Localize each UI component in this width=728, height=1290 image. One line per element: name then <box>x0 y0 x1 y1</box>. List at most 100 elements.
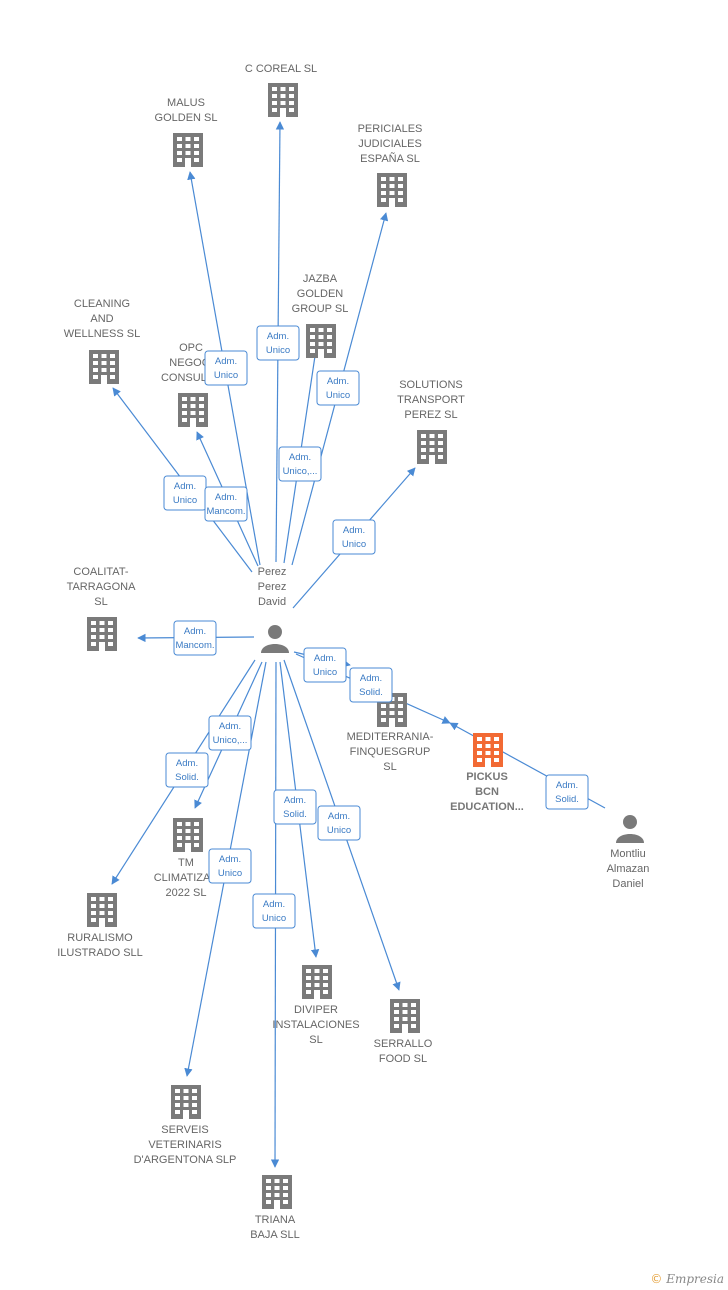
brand-name: Empresia <box>666 1272 724 1286</box>
building-icon <box>89 350 119 384</box>
role-badge-text: Unico <box>326 390 350 401</box>
role-badge-box <box>317 805 361 841</box>
node-label: WELLNESS SL <box>64 328 140 340</box>
role-badge-box <box>332 519 376 555</box>
role-badge-text: Unico <box>218 868 242 879</box>
role-badge-mediterrania[interactable]: Adm.Unico <box>303 647 347 683</box>
role-badge-serveis[interactable]: Adm.Unico <box>208 848 252 884</box>
person-icon <box>261 625 289 653</box>
role-badge-text: Solid. <box>175 772 199 783</box>
role-badge-coalitat[interactable]: Adm.Mancom. <box>173 620 217 656</box>
role-badge-text: Adm. <box>263 899 285 910</box>
role-badge-serrallo[interactable]: Adm.Unico <box>317 805 361 841</box>
role-badge-text: Adm. <box>284 795 306 806</box>
node-label: INSTALACIONES <box>272 1019 359 1031</box>
role-badge-box <box>278 446 322 482</box>
node-label: C COREAL SL <box>245 63 317 75</box>
role-badge-triana[interactable]: Adm. Unico <box>252 893 296 929</box>
role-badge-text: Adm. <box>343 525 365 536</box>
role-badge-pickus[interactable]: Adm.Solid. <box>349 667 393 703</box>
role-badge-text: Adm. <box>176 758 198 769</box>
node-label: CLIMATIZAC <box>154 872 219 884</box>
role-badge-tm[interactable]: Adm.Unico,... <box>208 715 252 751</box>
node-label: Perez <box>258 566 287 578</box>
node-triana[interactable]: TRIANA BAJA SLL <box>250 1175 300 1241</box>
role-badge-box <box>165 752 209 788</box>
node-label: SERRALLO <box>374 1038 433 1050</box>
node-mediterrania[interactable]: MEDITERRANIA- FINQUESGRUP SL <box>347 693 434 773</box>
node-label: MEDITERRANIA- <box>347 731 434 743</box>
building-icon <box>390 999 420 1033</box>
person-icon <box>616 815 644 843</box>
role-badge-box <box>316 370 360 406</box>
node-label: TRANSPORT <box>397 394 465 406</box>
node-label: TRIANA <box>255 1214 296 1226</box>
node-label: Daniel <box>612 878 643 890</box>
building-icon <box>173 818 203 852</box>
node-label: SERVEIS <box>161 1124 209 1136</box>
role-badge-text: Adm. <box>328 811 350 822</box>
node-label: AND <box>90 313 113 325</box>
role-badge-text: Unico <box>262 913 286 924</box>
role-badge-ruralismo[interactable]: Adm. Solid. <box>165 752 209 788</box>
building-icon <box>87 893 117 927</box>
node-label: TARRAGONA <box>67 581 137 593</box>
role-badge-text: Unico <box>266 345 290 356</box>
node-label: MALUS <box>167 97 205 109</box>
role-badge-diviper[interactable]: Adm.Solid. <box>273 789 317 825</box>
role-badge-box <box>303 647 347 683</box>
node-label: ILUSTRADO SLL <box>57 947 143 959</box>
role-badge-text: Adm. <box>174 481 196 492</box>
node-label: FINQUESGRUP <box>350 746 431 758</box>
node-label: SL <box>309 1034 322 1046</box>
role-badge-text: Adm. <box>360 673 382 684</box>
role-badge-malus[interactable]: Adm.Unico <box>204 350 248 386</box>
role-badge-cleaning[interactable]: Adm. Unico <box>163 475 207 511</box>
role-badge-text: Unico <box>173 495 197 506</box>
node-label: SL <box>383 761 396 773</box>
role-badge-periciales[interactable]: Adm.Unico <box>316 370 360 406</box>
role-badge-text: Unico,... <box>283 466 318 477</box>
role-badge-text: Adm. <box>219 721 241 732</box>
role-badge-solutions[interactable]: Adm. Unico <box>332 519 376 555</box>
node-label: BCN <box>475 786 499 798</box>
node-label: GOLDEN <box>297 288 344 300</box>
node-label: BAJA SLL <box>250 1229 300 1241</box>
role-badge-jazba[interactable]: Adm. Unico,... <box>278 446 322 482</box>
role-badge-text: Unico <box>342 539 366 550</box>
building-icon <box>377 173 407 207</box>
role-badge-text: Mancom. <box>206 506 245 517</box>
building-icon <box>173 133 203 167</box>
role-badge-text: Adm. <box>289 452 311 463</box>
node-label: Almazan <box>607 863 650 875</box>
role-badge-coreal[interactable]: Adm.Unico <box>256 325 300 361</box>
node-pickus[interactable]: PICKUSBCNEDUCATION... <box>450 733 524 813</box>
building-icon <box>417 430 447 464</box>
brand-watermark: © Empresia <box>650 1272 724 1286</box>
role-badge-box <box>208 848 252 884</box>
role-badge-box <box>256 325 300 361</box>
node-coreal[interactable]: C COREAL SL <box>245 63 317 117</box>
role-badge-text: Unico <box>214 370 238 381</box>
role-badge-text: Adm. <box>314 653 336 664</box>
copyright-symbol: © <box>650 1272 663 1286</box>
role-badge-opc[interactable]: Adm.Mancom. <box>204 486 248 522</box>
role-badge-text: Adm. <box>184 626 206 637</box>
role-badge-pickus-montliu[interactable]: Adm.Solid. <box>545 774 589 810</box>
building-icon <box>306 324 336 358</box>
